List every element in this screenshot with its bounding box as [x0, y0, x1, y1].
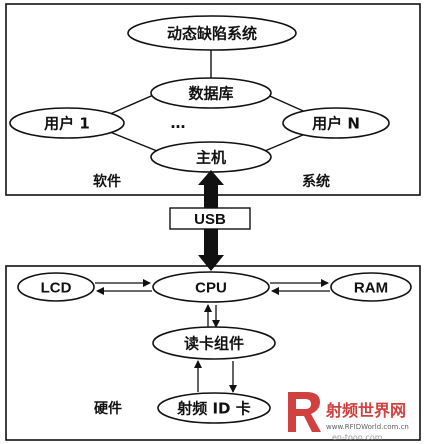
database-node [150, 77, 272, 109]
database-label: 数据库 [188, 85, 233, 103]
card-reader-label: 读卡组件 [184, 335, 244, 353]
cpu-node [152, 271, 270, 303]
rfid-card-node [157, 392, 271, 424]
usb-box [169, 207, 251, 230]
watermark-title: 射频世界网 [325, 401, 406, 420]
usb-arrow-lower-shaft [204, 229, 218, 256]
hardware-bus-arrows [95, 279, 330, 295]
hardware-zone-label: 硬件 [94, 400, 122, 417]
software-zone-label-left: 软件 [93, 173, 121, 190]
usb-arrow-up-head [198, 170, 224, 185]
software-connections [109, 50, 311, 154]
dynamic-defect-system-label: 动态缺陷系统 [167, 25, 257, 43]
watermark-r-glyph [288, 392, 321, 432]
watermark-logo: 射频世界网 www.RFIDWorld.com.cn en-toon.com [288, 392, 409, 442]
usb-arrow-down-head [198, 255, 224, 271]
cpu-reader-arrows [204, 304, 220, 328]
user1-label: 用户 1 [44, 115, 90, 133]
watermark-corner: en-toon.com [332, 433, 383, 442]
line-db-to-userN [262, 92, 311, 115]
ram-label: RAM [354, 280, 388, 297]
usb-label: USB [194, 211, 226, 228]
lcd-label: LCD [41, 280, 72, 297]
card-reader-node [152, 326, 276, 360]
dynamic-defect-system-node [127, 15, 297, 51]
usb-double-arrow [198, 170, 224, 271]
host-label: 主机 [196, 149, 226, 167]
software-zone-label-right: 系统 [302, 173, 330, 190]
rfid-card-label: 射频 ID 卡 [176, 400, 250, 418]
watermark-url: www.RFIDWorld.com.cn [326, 423, 409, 431]
userN-node [282, 107, 390, 139]
line-user1-to-host [109, 131, 163, 154]
line-userN-to-host [259, 131, 311, 154]
users-ellipsis: … [171, 114, 186, 132]
user1-node [9, 107, 125, 139]
userN-label: 用户 N [312, 115, 360, 133]
ram-node [330, 272, 412, 302]
line-db-to-user1 [109, 92, 159, 115]
usb-arrow-upper-shaft [204, 184, 218, 209]
lcd-node [17, 272, 95, 302]
reader-card-arrows [194, 360, 237, 393]
cpu-label: CPU [195, 280, 227, 297]
